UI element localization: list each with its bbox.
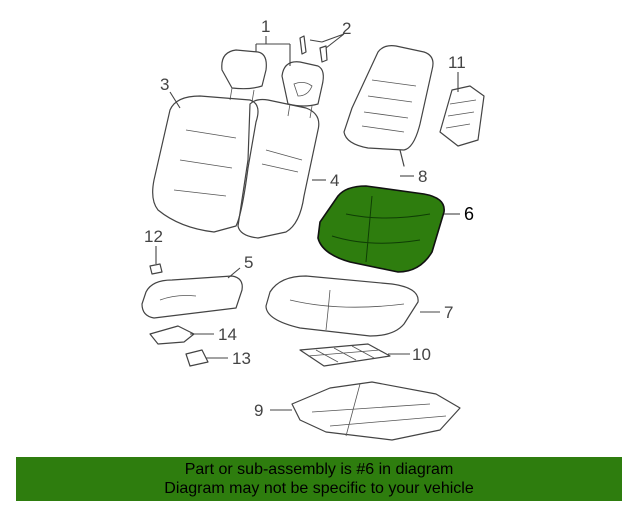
- callout-10: 10: [412, 345, 431, 364]
- callout-3: 3: [160, 75, 169, 94]
- callout-9: 9: [254, 401, 263, 420]
- lumbar-support: [439, 85, 485, 147]
- callout-6: 6: [464, 204, 474, 224]
- callout-11: 11: [448, 53, 466, 72]
- seat-parts-diagram: 1 2 3 4 5 6 7 8 9 10 11 12 13 14: [141, 17, 485, 441]
- seat-track-frame: [291, 381, 461, 441]
- callout-1: 1: [261, 17, 270, 36]
- diagram-notice-banner: Part or sub-assembly is #6 in diagram Di…: [16, 457, 622, 501]
- small-clip: [149, 263, 163, 275]
- callout-12: 12: [144, 227, 163, 246]
- callout-13: 13: [232, 349, 251, 368]
- seatback-pad: [237, 98, 320, 239]
- callout-7: 7: [444, 303, 453, 322]
- callout-2: 2: [342, 19, 351, 38]
- knob: [185, 349, 209, 367]
- seat-spring: [299, 343, 391, 367]
- seatback-cover: [152, 95, 259, 233]
- leader-lines: [155, 33, 460, 411]
- callout-8: 8: [418, 167, 427, 186]
- banner-line-1: Part or sub-assembly is #6 in diagram: [184, 461, 454, 478]
- callout-4: 4: [330, 171, 339, 190]
- seat-cushion-pad-highlighted: [317, 185, 445, 273]
- seat-cushion-cover: [265, 275, 419, 337]
- banner-line-2: Diagram may not be specific to your vehi…: [164, 480, 474, 497]
- headrest-right: [281, 61, 324, 119]
- headrest-left: [221, 49, 267, 103]
- callout-5: 5: [244, 253, 253, 272]
- trim-cover: [149, 325, 195, 345]
- seatback-frame: [343, 45, 434, 167]
- callout-14: 14: [218, 325, 237, 344]
- armrest: [141, 275, 243, 319]
- headrest-guides: [299, 35, 328, 63]
